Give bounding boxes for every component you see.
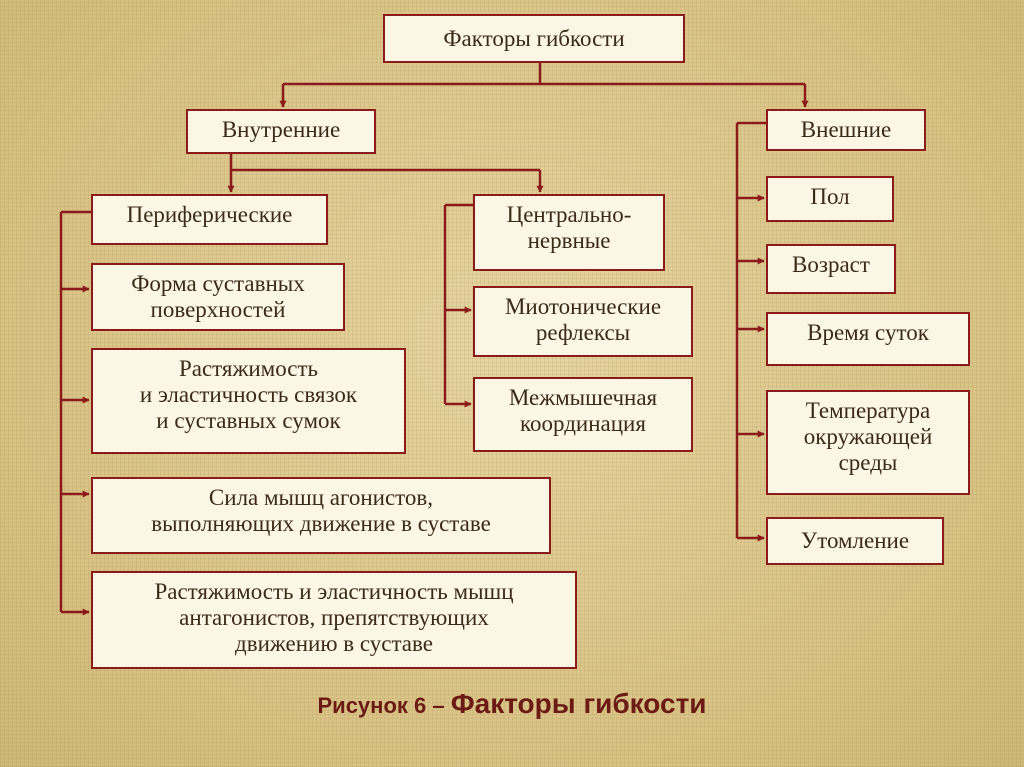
caption-title: Факторы гибкости bbox=[450, 688, 707, 719]
node-intermuscular-coordination: Межмышечная координация bbox=[473, 377, 693, 452]
node-time-of-day: Время суток bbox=[766, 312, 970, 366]
node-ligament-elasticity: Растяжимость и эластичность связок и сус… bbox=[91, 348, 406, 454]
node-age: Возраст bbox=[766, 244, 896, 294]
node-internal: Внутренние bbox=[186, 109, 376, 154]
node-root: Факторы гибкости bbox=[383, 14, 685, 63]
node-agonist-strength: Сила мышц агонистов, выполняющих движени… bbox=[91, 477, 551, 554]
node-fatigue: Утомление bbox=[766, 517, 944, 565]
node-external: Внешние bbox=[766, 109, 926, 151]
connector-lines bbox=[59, 63, 809, 616]
caption-prefix: Рисунок 6 – bbox=[317, 693, 451, 718]
node-ambient-temperature: Температура окружающей среды bbox=[766, 390, 970, 495]
node-peripheral: Периферические bbox=[91, 194, 328, 245]
node-central: Центрально- нервные bbox=[473, 194, 665, 271]
figure-caption: Рисунок 6 – Факторы гибкости bbox=[0, 688, 1024, 720]
node-myotonic-reflexes: Миотонические рефлексы bbox=[473, 286, 693, 357]
node-joint-surface-shape: Форма суставных поверхностей bbox=[91, 263, 345, 331]
node-antagonist-elasticity: Растяжимость и эластичность мышц антагон… bbox=[91, 571, 577, 669]
node-sex: Пол bbox=[766, 176, 894, 222]
